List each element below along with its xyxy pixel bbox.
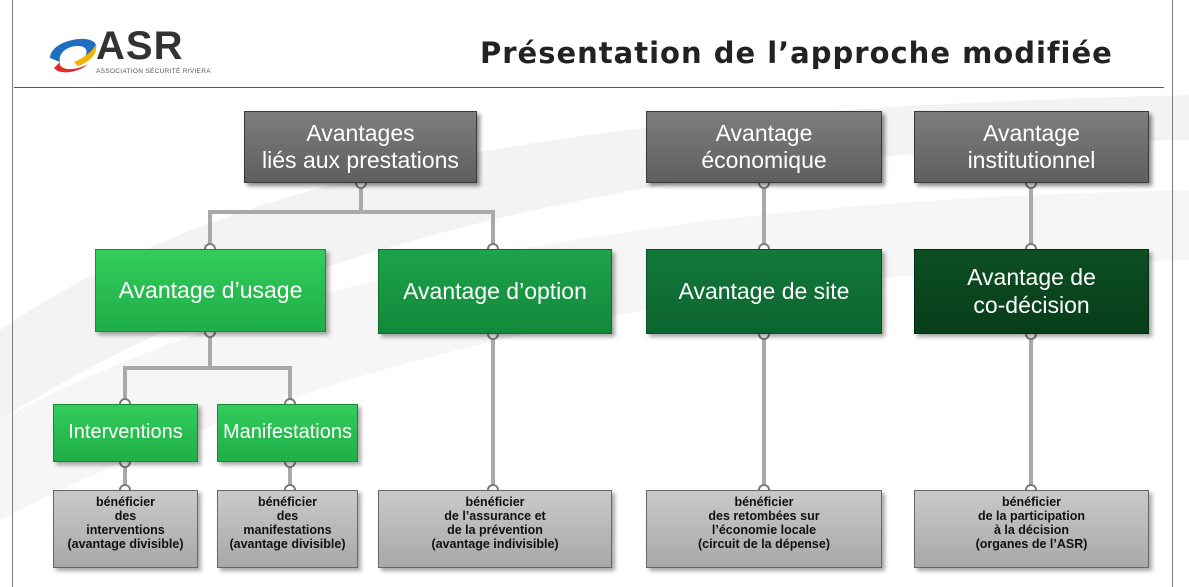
page-title: Présentation de l’approche modifiée bbox=[480, 36, 1113, 70]
node-avantage-economique: Avantage économique bbox=[646, 111, 882, 183]
node-avantage-codecision: Avantage de co-décision bbox=[914, 249, 1149, 334]
left-border bbox=[12, 0, 13, 587]
leaf-manifestations: bénéficier des manifestations (avantage … bbox=[217, 490, 358, 568]
logo-subtitle: ASSOCIATION SÉCURITÉ RIVIERA bbox=[96, 68, 211, 75]
right-border bbox=[1172, 0, 1173, 587]
header-divider bbox=[14, 87, 1164, 88]
node-avantage-option: Avantage d’option bbox=[378, 249, 612, 334]
leaf-codecision: bénéficier de la participation à la déci… bbox=[914, 490, 1149, 568]
leaf-interventions: bénéficier des interventions (avantage d… bbox=[53, 490, 198, 568]
node-avantages-prestations: Avantages liés aux prestations bbox=[244, 111, 477, 183]
leaf-option: bénéficier de l’assurance et de la préve… bbox=[378, 490, 612, 568]
node-avantage-institutionnel: Avantage institutionnel bbox=[914, 111, 1149, 183]
node-interventions: Interventions bbox=[53, 404, 198, 462]
node-avantage-usage: Avantage d’usage bbox=[95, 249, 326, 332]
leaf-site: bénéficier des retombées sur l’économie … bbox=[646, 490, 882, 568]
node-avantage-site: Avantage de site bbox=[646, 249, 882, 334]
logo-text: ASR bbox=[96, 24, 184, 68]
node-manifestations: Manifestations bbox=[217, 404, 358, 462]
asr-logo-icon bbox=[50, 38, 97, 73]
